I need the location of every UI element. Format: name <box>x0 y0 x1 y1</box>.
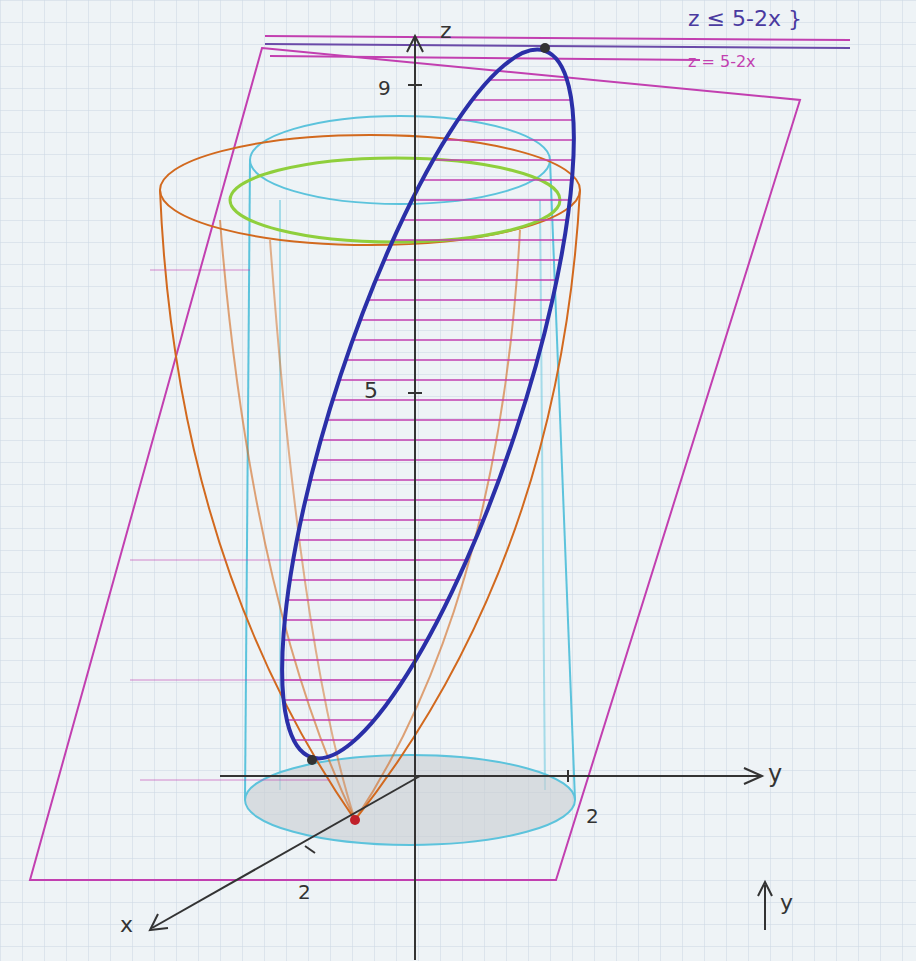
axes <box>150 36 772 960</box>
intersection-ellipse <box>224 22 632 786</box>
tick-label: 2 <box>586 806 599 826</box>
plane <box>30 36 850 880</box>
axis-label: y <box>780 892 793 914</box>
cylinder <box>245 116 575 800</box>
plane-equation: z = 5-2x <box>688 54 756 70</box>
paraboloid <box>160 135 580 820</box>
tick-label: 9 <box>378 78 391 98</box>
tick-label: 5 <box>364 380 378 402</box>
axis-label: y <box>768 762 782 786</box>
axis-label: z <box>440 20 452 42</box>
tick-label: 2 <box>298 882 311 902</box>
inequality-note: z ≤ 5-2x } <box>688 8 802 30</box>
axis-label: x <box>120 914 133 936</box>
